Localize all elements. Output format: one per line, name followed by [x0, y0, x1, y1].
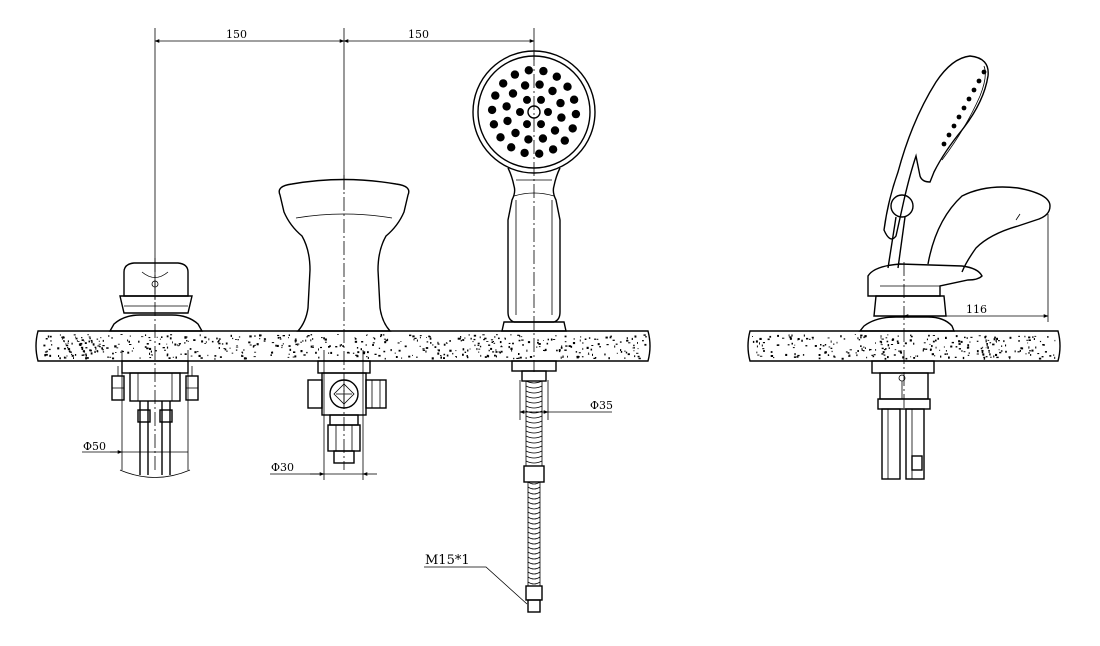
side-view-faucet: 116 — [858, 55, 1051, 480]
hose-assembly: Φ35 M15*1 — [424, 360, 613, 613]
valve-body-under: Φ50 — [82, 350, 199, 478]
countertop-speckle-front — [43, 334, 647, 360]
dim-valve-diameter: Φ50 — [83, 440, 106, 453]
dim-spacing-left: 150 — [226, 28, 247, 41]
valve-handle-front — [108, 258, 204, 470]
dim-spacing-right: 150 — [408, 28, 429, 41]
dim-spout-hole-diameter: Φ30 — [271, 461, 294, 474]
dim-side-reach: 116 — [966, 303, 987, 316]
countertop-side — [747, 330, 1061, 362]
countertop-speckle-side — [752, 334, 1056, 360]
spout-connector-under: Φ30 — [270, 350, 387, 480]
shower-nozzles — [487, 66, 581, 158]
side-shower-nozzles — [941, 69, 987, 147]
dim-hose-base-diameter: Φ35 — [590, 399, 613, 412]
spout-front — [278, 175, 410, 470]
hand-shower-front — [472, 50, 596, 372]
hose-coils — [523, 380, 545, 586]
countertop-front — [35, 330, 651, 362]
thread-label: M15*1 — [425, 553, 470, 568]
top-dimension: 150 150 — [154, 28, 535, 300]
